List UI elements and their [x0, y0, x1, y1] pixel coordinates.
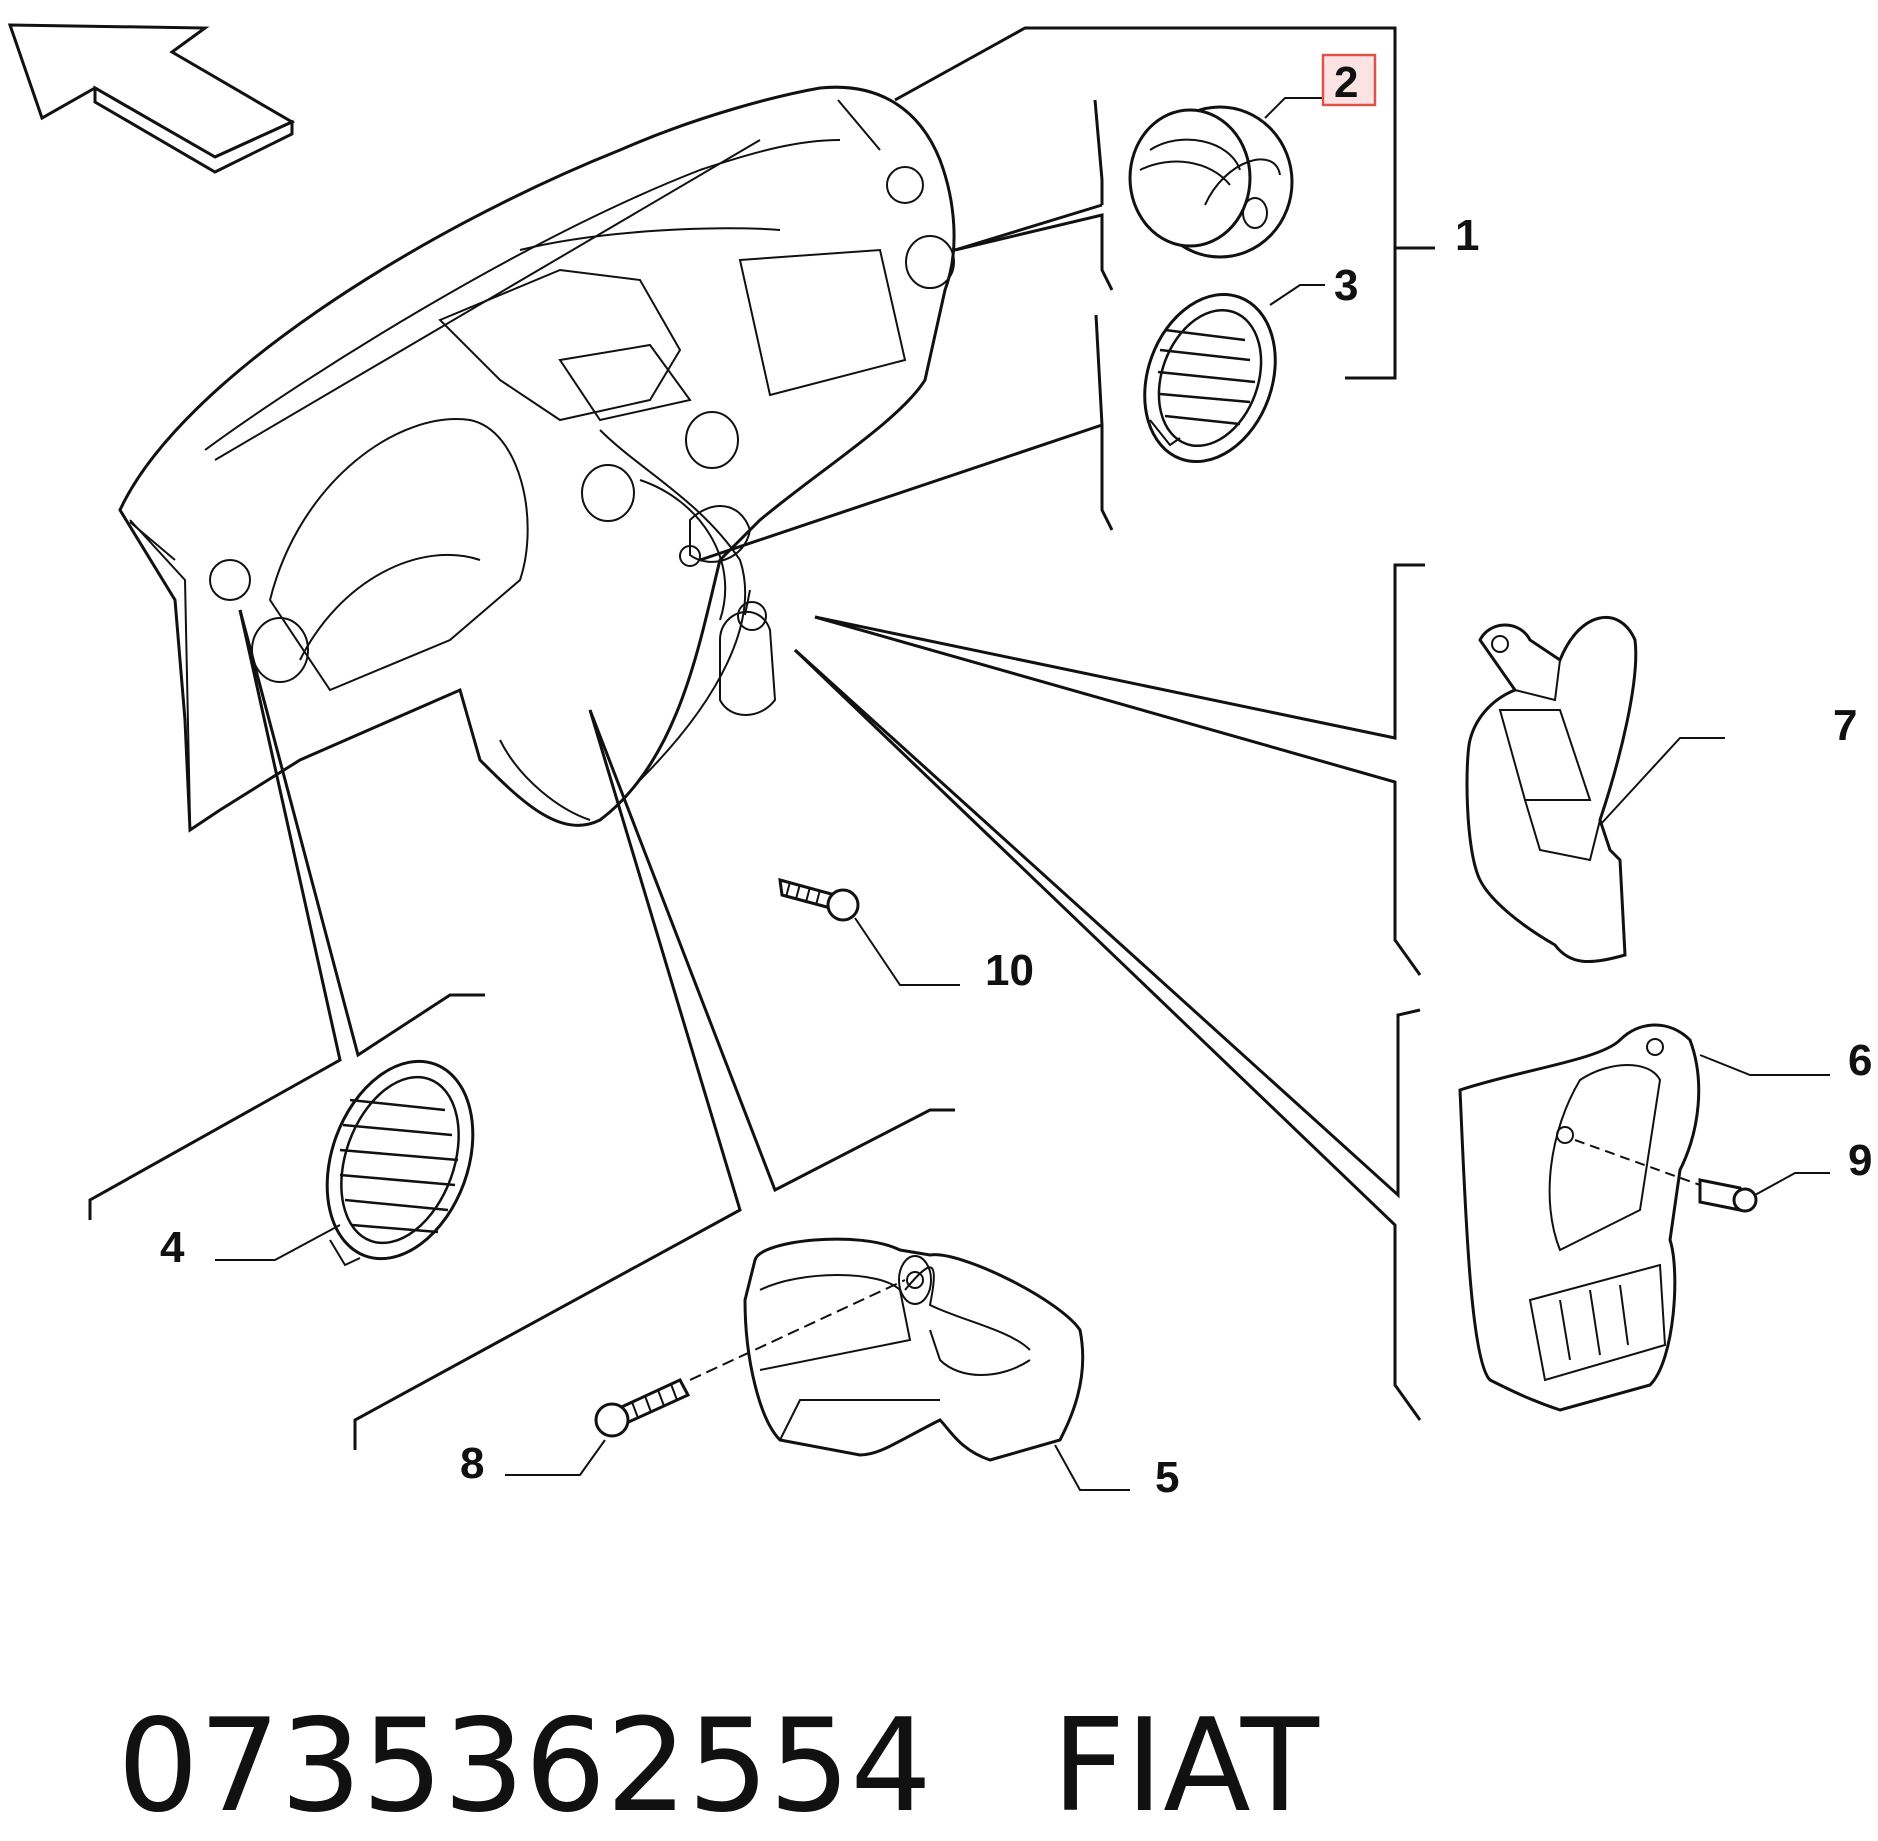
brand-name: FIAT — [1051, 1692, 1319, 1841]
direction-arrow-icon — [7, 23, 296, 174]
callout-1: 1 — [1455, 211, 1479, 260]
callout-3: 3 — [1334, 261, 1358, 310]
callout-5: 5 — [1155, 1453, 1179, 1502]
part-9-screw — [1574, 1139, 1830, 1213]
callout-6: 6 — [1848, 1036, 1872, 1085]
part-4-round-vent — [215, 1059, 475, 1267]
part-8-bolt — [505, 1279, 906, 1476]
part-3-round-vent — [1143, 284, 1325, 464]
callout-2: 2 — [1334, 58, 1358, 107]
part-2-round-bezel — [1128, 97, 1325, 259]
part-7-duct — [1465, 615, 1725, 964]
callout-9: 9 — [1848, 1136, 1872, 1185]
part-number: 0735362554 — [117, 1692, 932, 1841]
callout-10: 10 — [985, 946, 1034, 995]
parts-diagram: 1 2 3 4 5 6 7 8 9 10 — [7, 23, 1872, 1502]
callout-4: 4 — [160, 1223, 185, 1272]
callout-7: 7 — [1833, 701, 1857, 750]
part-6-duct — [1458, 1023, 1830, 1412]
part-5-duct — [743, 1237, 1130, 1491]
part-10-screw — [778, 877, 960, 986]
callout-8: 8 — [460, 1439, 484, 1488]
dashboard-illustration — [118, 85, 956, 833]
leader-lines — [88, 26, 1435, 1450]
highlight-box — [1321, 53, 1377, 107]
